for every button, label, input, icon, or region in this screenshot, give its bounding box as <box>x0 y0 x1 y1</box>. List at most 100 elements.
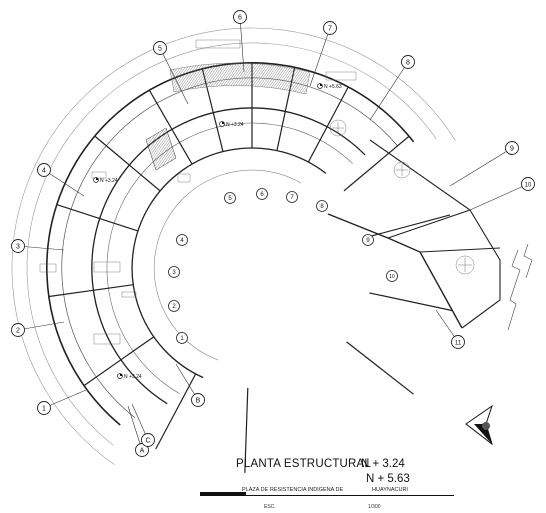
title-underline <box>200 495 454 496</box>
grid-axis-bubbles: 1 2 3 4 5 6 7 8 9 10 11A B C 5 6 7 8 9 10 4 3 2 1 <box>11 10 535 457</box>
grid-axis-inner-5: 5 <box>224 192 236 204</box>
grid-axis-label: B <box>196 398 201 405</box>
grid-axis-label: 3 <box>16 244 20 251</box>
radial-frame <box>307 86 349 163</box>
ring-beam <box>61 77 398 418</box>
grid-axis-3: 3 <box>11 239 65 253</box>
grid-axis-bubble <box>323 21 337 35</box>
grid-axis-line <box>175 363 199 401</box>
radial-frame <box>48 284 134 298</box>
level-marker-text: N +3.24 <box>100 178 118 184</box>
grid-axis-label: 6 <box>238 15 242 22</box>
level-marker-text: N +5.63 <box>324 84 342 90</box>
grid-axis-bubble <box>521 177 535 191</box>
grid-axis-inner-4: 4 <box>176 234 188 246</box>
ring-beam <box>26 42 437 446</box>
grid-axis-label: 9 <box>366 238 370 244</box>
grid-axis-bubble <box>153 41 167 55</box>
grid-axis-bubble <box>168 266 180 278</box>
grid-axis-label: 2 <box>172 304 176 310</box>
grid-axis-bubble <box>176 332 188 344</box>
grid-axis-label: 8 <box>406 60 410 67</box>
grid-axis-line <box>469 183 529 211</box>
grid-axis-inner-2: 2 <box>168 300 180 312</box>
grid-axis-label: 8 <box>320 204 324 210</box>
grid-axis-8: 8 <box>369 55 415 121</box>
ring-beam <box>153 169 302 361</box>
grid-axis-bubble <box>233 10 247 24</box>
level-marker: N +3.24 <box>219 121 244 128</box>
grid-axis-bubble <box>505 141 519 155</box>
radial-frame <box>343 135 410 192</box>
level-marker: N +3.24 <box>93 177 118 184</box>
grid-axis-bubble <box>37 401 51 415</box>
grid-axis-11: 11 <box>435 309 465 349</box>
radial-frame <box>244 387 249 473</box>
radial-frame <box>369 292 453 312</box>
grid-axis-5: 5 <box>153 41 189 105</box>
level-marker-fill <box>120 373 123 376</box>
project-name-location: HUAYNACURI <box>372 487 408 493</box>
grid-axis-bubble <box>176 234 188 246</box>
grid-axis-label: 3 <box>172 270 176 276</box>
grid-axis-label: 2 <box>16 328 20 335</box>
grid-axis-10: 10 <box>469 177 535 211</box>
ramp-hatch <box>169 62 311 95</box>
grid-axis-line <box>127 405 143 451</box>
level-label-1: N + 3.24 <box>361 458 405 470</box>
radial-frame <box>56 204 139 232</box>
radial-frame <box>83 336 155 387</box>
ring-beam <box>11 27 456 465</box>
grid-axis-line <box>369 61 409 121</box>
grid-axis-A: A <box>127 405 149 457</box>
level-markers: N +3.24 N +3.24 N +5.63 N +3.24 <box>93 83 342 380</box>
grid-axis-C: C <box>131 403 155 447</box>
radial-frame <box>346 341 414 395</box>
room-labels <box>39 39 357 345</box>
grid-axis-bubble <box>168 300 180 312</box>
stair-hatch <box>145 127 177 171</box>
grid-axis-label: 7 <box>290 195 294 201</box>
grid-axis-bubble <box>224 192 236 204</box>
grid-axis-inner-7: 7 <box>286 191 298 203</box>
grid-axis-label: 1 <box>180 336 184 342</box>
grid-axis-inner-9: 9 <box>362 234 374 246</box>
grid-axis-bubble <box>401 55 415 69</box>
grid-axis-label: 6 <box>260 192 264 198</box>
grid-axis-line <box>17 245 65 251</box>
grid-axis-inner-6: 6 <box>256 188 268 200</box>
grid-axis-label: 10 <box>525 183 532 189</box>
grid-axis-label: 4 <box>180 238 184 244</box>
grid-axis-label: 9 <box>510 146 514 153</box>
title-block: PLANTA ESTRUCTURAL N + 3.24 N + 5.63 PLA… <box>196 456 460 512</box>
grid-axis-4: 4 <box>37 163 85 197</box>
grid-axis-inner-1: 1 <box>176 332 188 344</box>
drawing-title: PLANTA ESTRUCTURAL <box>236 458 372 470</box>
grid-axis-bubble <box>141 433 155 447</box>
level-marker-fill <box>320 83 323 86</box>
break-lines <box>507 243 533 331</box>
ring-beam <box>46 62 415 426</box>
level-marker: N +3.24 <box>117 373 142 380</box>
grid-axis-bubble <box>316 200 328 212</box>
grid-axis-B: B <box>175 363 205 407</box>
grid-axis-label: C <box>145 438 150 445</box>
grid-axis-1: 1 <box>37 389 87 415</box>
title-bar <box>200 492 246 496</box>
grid-axis-bubble <box>11 239 25 253</box>
grid-axis-label: 1 <box>42 406 46 413</box>
level-marker-fill <box>96 177 99 180</box>
grid-axis-bubble <box>451 335 465 349</box>
ring-beam <box>106 122 353 394</box>
grid-axis-label: 11 <box>455 341 462 347</box>
grid-axis-label: A <box>140 448 145 455</box>
grid-axis-7: 7 <box>309 21 337 87</box>
ring-beams <box>11 27 456 465</box>
fountains <box>329 119 475 275</box>
level-label-2: N + 5.63 <box>366 473 410 485</box>
level-marker: N +5.63 <box>317 83 342 90</box>
grid-axis-label: 10 <box>389 274 395 280</box>
grid-axis-line <box>43 169 85 197</box>
grid-axis-bubble <box>362 234 374 246</box>
